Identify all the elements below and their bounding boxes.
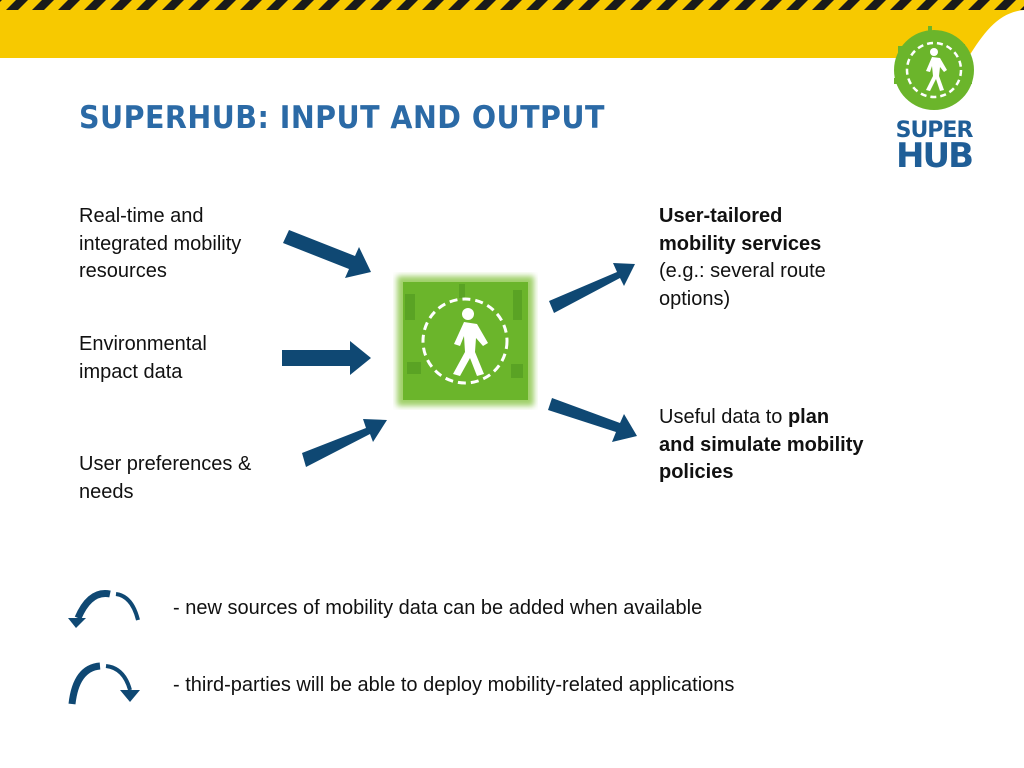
input-label-user-preferences: User preferences & needs bbox=[79, 453, 252, 503]
hazard-stripe bbox=[682, 0, 704, 10]
input-label-environmental: Environmental impact data bbox=[79, 333, 207, 383]
output-label-policies: Useful data to plan and simulate mobilit… bbox=[659, 404, 864, 487]
note-third-parties: - third-parties will be able to deploy m… bbox=[173, 674, 735, 696]
hazard-stripe bbox=[890, 0, 912, 10]
hazard-stripe bbox=[240, 0, 262, 10]
hazard-stripe bbox=[656, 0, 678, 10]
note-new-sources: - new sources of mobility data can be ad… bbox=[173, 597, 703, 619]
arrow-hub-to-policies bbox=[548, 398, 637, 442]
hazard-stripe bbox=[6, 0, 28, 10]
hazard-stripe bbox=[110, 0, 132, 10]
output-label-services: User-tailored mobility services (e.g.: s… bbox=[659, 203, 864, 313]
hazard-stripe bbox=[214, 0, 236, 10]
arrow-preferences-to-hub bbox=[302, 419, 387, 467]
hazard-stripe bbox=[630, 0, 652, 10]
rotate-left-arrow-icon bbox=[68, 590, 140, 628]
rotate-right-arrow-icon bbox=[68, 662, 140, 705]
hazard-stripe bbox=[526, 0, 548, 10]
hazard-stripe bbox=[968, 0, 990, 10]
hazard-stripe bbox=[812, 0, 834, 10]
hazard-stripe bbox=[136, 0, 158, 10]
arrow-realtime-to-hub bbox=[283, 230, 371, 278]
hazard-stripe bbox=[344, 0, 366, 10]
superhub-logo: SUPER HUB bbox=[888, 24, 980, 184]
hazard-stripe bbox=[864, 0, 886, 10]
hazard-stripe bbox=[734, 0, 756, 10]
logo-text-super: SUPER bbox=[895, 118, 974, 143]
output-services-bold: User-tailored mobility services bbox=[659, 205, 822, 255]
hazard-stripe bbox=[292, 0, 314, 10]
hazard-stripe bbox=[474, 0, 496, 10]
hazard-stripe bbox=[786, 0, 808, 10]
output-policies-normal: Useful data to bbox=[659, 406, 788, 428]
hazard-stripe bbox=[0, 0, 2, 2]
hazard-stripe bbox=[500, 0, 522, 10]
hazard-stripe bbox=[448, 0, 470, 10]
hazard-stripe bbox=[994, 0, 1016, 10]
logo-text-hub: HUB bbox=[896, 136, 974, 176]
hazard-stripe bbox=[318, 0, 340, 10]
hazard-stripe bbox=[838, 0, 860, 10]
hazard-stripe bbox=[58, 0, 80, 10]
hazard-stripe bbox=[84, 0, 106, 10]
hazard-stripe bbox=[942, 0, 964, 10]
hazard-stripe bbox=[604, 0, 626, 10]
hazard-stripe bbox=[552, 0, 574, 10]
hazard-stripe bbox=[370, 0, 392, 10]
hazard-stripe bbox=[1020, 6, 1024, 10]
hazard-stripe bbox=[422, 0, 444, 10]
hazard-stripe bbox=[708, 0, 730, 10]
superhub-center-emblem-icon bbox=[397, 276, 534, 406]
slide-title: SUPERHUB: INPUT AND OUTPUT bbox=[79, 100, 605, 136]
hazard-stripe bbox=[916, 0, 938, 10]
hazard-stripe bbox=[578, 0, 600, 10]
logo-emblem-icon bbox=[894, 26, 974, 110]
hazard-banner bbox=[0, 0, 1024, 58]
input-label-realtime: Real-time and integrated mobility resour… bbox=[79, 205, 242, 282]
hazard-stripe bbox=[188, 0, 210, 10]
hazard-stripe bbox=[162, 0, 184, 10]
arrow-environmental-to-hub bbox=[282, 341, 371, 375]
output-services-normal: (e.g.: several route options) bbox=[659, 260, 826, 310]
hazard-stripe bbox=[266, 0, 288, 10]
arrow-hub-to-services bbox=[549, 263, 635, 313]
output-policies-bold: plan and simulate mobility policies bbox=[659, 406, 864, 483]
hazard-stripe bbox=[760, 0, 782, 10]
hazard-stripe bbox=[32, 0, 54, 10]
hazard-stripe bbox=[396, 0, 418, 10]
